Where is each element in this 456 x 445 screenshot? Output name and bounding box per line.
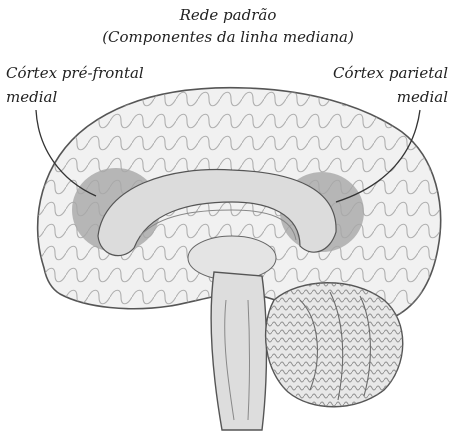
label-medial-prefrontal-cortex-line2: medial [6,88,57,107]
label-medial-parietal-cortex: Córtex parietal [333,64,448,83]
figure-subtitle: (Componentes da linha mediana) [0,28,456,47]
brainstem [211,272,266,430]
label-medial-parietal-cortex-line2: medial [397,88,448,107]
label-medial-prefrontal-cortex: Córtex pré-frontal [6,64,144,83]
figure-title: Rede padrão [0,6,456,25]
